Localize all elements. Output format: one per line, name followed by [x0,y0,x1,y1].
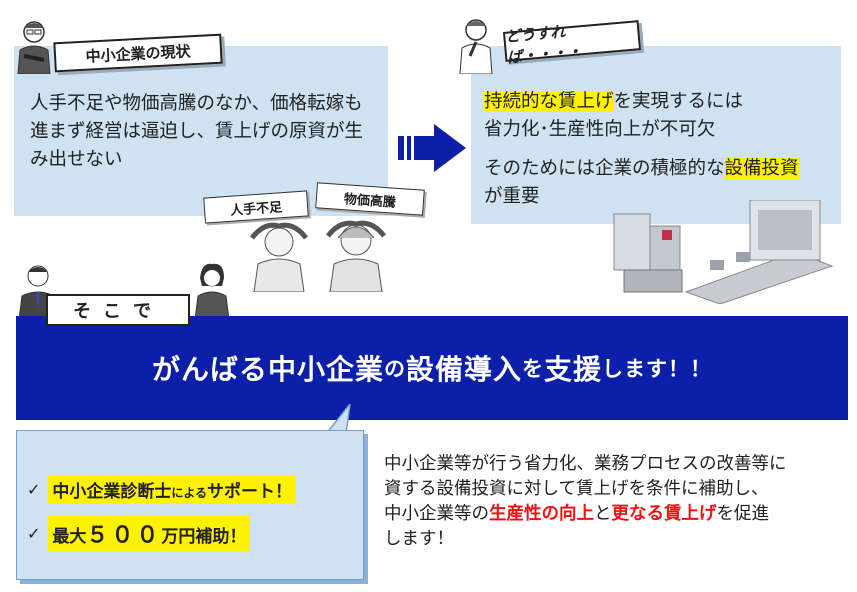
current-state-text: 人手不足や物価高騰のなか、価格転嫁も進まず経営は逼迫し、賃上げの原資が生み出せな… [30,93,364,170]
thinking-man-icon [459,19,493,74]
solution-panel [471,46,841,224]
soko-tag: そこで [46,294,190,326]
support-box: ✓ 中小企業診断士によるサポート！ ✓ 最大５００万円補助！ [16,430,364,580]
main-banner: がんばる中小企業の設備導入を支援します！！ [16,316,848,420]
worried-man-icon [17,21,51,74]
support-item-consultant: ✓ 中小企業診断士によるサポート！ [27,475,297,504]
right-arrow-icon [398,124,466,172]
support-item-subsidy: ✓ 最大５００万円補助！ [27,515,251,551]
how-tag: どうすれば・・・・ [502,20,642,67]
banner-headline: がんばる中小企業の設備導入を支援します！！ [151,353,713,386]
wage-emphasis: 更なる賃上げ [611,504,717,524]
worried-person-icon [250,222,308,292]
capital-investment-highlight: 設備投資 [724,158,799,179]
checkmark-icon: ✓ [27,480,41,499]
solution-text-1: 持続的な賃上げを実現するには 省力化･生産性向上が不可欠 [484,91,744,140]
productivity-emphasis: 生産性の向上 [489,504,594,524]
solution-text-2: そのためには企業の積極的な設備投資 が重要 [484,158,799,207]
program-description: 中小企業等が行う省力化、業務プロセスの改善等に 資する設備投資に対して賃上げを条… [384,454,787,549]
factory-machinery-icon [613,200,834,304]
sustained-wage-highlight: 持続的な賃上げ [484,91,614,112]
speech-pointer [325,404,351,434]
worried-woman-icon [326,220,386,292]
checkmark-icon: ✓ [27,523,41,543]
